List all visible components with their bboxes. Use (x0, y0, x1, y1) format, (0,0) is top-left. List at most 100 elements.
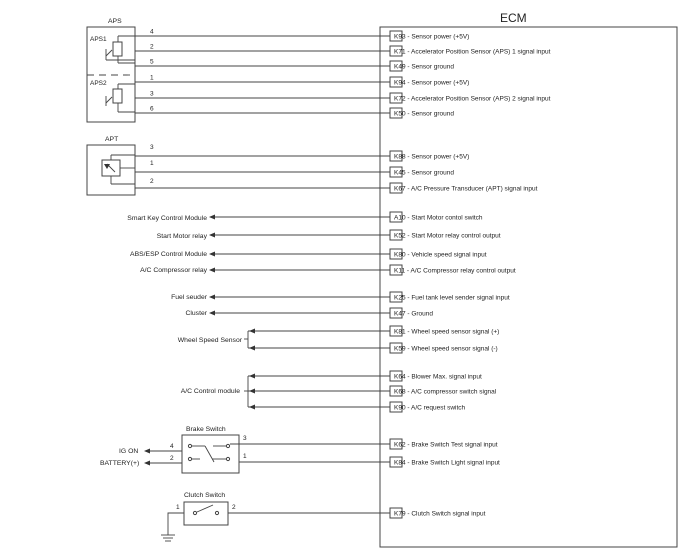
output-abs-esp: ABS/ESP Control Module (130, 251, 207, 258)
clutch-pin-1: 1 (176, 504, 180, 511)
output-ac-compressor: A/C Compressor relay (140, 267, 207, 274)
output-wheel-speed: Wheel Speed Sensor (178, 337, 243, 344)
ecm-pin-label: K68 - A/C compressor switch signal (394, 389, 497, 396)
apt-pin-number: 2 (150, 178, 154, 185)
brake-pin-3: 3 (243, 435, 247, 442)
aps-pin-number: 4 (150, 29, 154, 36)
output-fuel: Fuel seuder (171, 294, 208, 301)
ecm-pin-label: K49 - Sensor ground (394, 64, 454, 71)
input-arrow-icon (249, 404, 255, 410)
ecm-pin-label: K79 - Clutch Switch signal input (394, 511, 486, 518)
ecm-pin-label: K72 - Accelerator Position Sensor (APS) … (394, 96, 551, 103)
aps-pin-number: 1 (150, 75, 154, 82)
output-cluster: Cluster (185, 310, 207, 317)
ecm-pin-list: K93 - Sensor power (+5V) K71 - Accelerato… (135, 30, 551, 519)
input-arrow-icon (249, 388, 255, 394)
ecm-pin-label: K94 - Sensor power (+5V) (394, 80, 469, 87)
aps1-sensor-icon (105, 35, 135, 64)
output-arrow-icon (209, 294, 215, 300)
ecm-pin-label: K93 - Sensor power (+5V) (394, 34, 469, 41)
ecm-pin-label: K71 - Accelerator Position Sensor (APS) … (394, 49, 551, 56)
brake-switch-box (181, 434, 240, 474)
ecm-pin-box (389, 342, 403, 354)
ecm-pin-box (389, 248, 403, 260)
clutch-switch-title: Clutch Switch (184, 492, 225, 499)
ecm-pin-box (389, 30, 403, 42)
apt-pin-number: 1 (150, 160, 154, 167)
ecm-pin-box (389, 307, 403, 319)
aps2-label: APS2 (90, 80, 107, 87)
ecm-pin-box (389, 107, 403, 119)
input-arrow-icon (249, 345, 255, 351)
apt-title: APT (105, 136, 118, 143)
output-arrow-icon (209, 310, 215, 316)
apt-pin-number: 3 (150, 144, 154, 151)
ground-icon (161, 534, 175, 542)
aps-pin-number: 3 (150, 91, 154, 98)
ecm-pin-box (389, 325, 403, 337)
ecm-pin-box (389, 385, 403, 397)
aps1-label: APS1 (90, 36, 107, 43)
aps-pin-number: 2 (150, 44, 154, 51)
ecm-pin-label: K90 - A/C request switch (394, 405, 466, 412)
output-ac-control: A/C Control module (181, 388, 241, 395)
bracket-connectors (244, 331, 249, 407)
output-smart-key: Smart Key Control Module (127, 215, 207, 222)
ecm-pin-label: K80 - Vehicle speed signal input (394, 252, 487, 259)
ecm-pin-label: K62 - Brake Switch Test signal input (394, 442, 498, 449)
ecm-pin-label: K67 - A/C Pressure Transducer (APT) sign… (394, 186, 538, 193)
ecm-pin-box (389, 211, 403, 223)
clutch-pin-2: 2 (232, 504, 236, 511)
clutch-wire-1 (167, 512, 184, 535)
input-arrow-icon (249, 328, 255, 334)
ecm-pin-label: K52 - Start Motor relay control output (394, 233, 501, 240)
brake-switch-icon (187, 443, 231, 463)
aps2-sensor-icon (105, 83, 135, 113)
brake-battery-arrow-icon (144, 460, 150, 466)
output-start-motor: Start Motor relay (157, 233, 208, 240)
brake-switch-title: Brake Switch (186, 426, 226, 433)
ecm-pin-label: K45 - Sensor ground (394, 170, 454, 177)
ecm-pin-label: K50 - Sensor ground (394, 111, 454, 118)
apt-transducer-icon (101, 154, 135, 185)
brake-pin-4: 4 (170, 443, 174, 450)
output-arrow-icon (209, 232, 215, 238)
ecm-pin-label: K81 - Wheel speed sensor signal (+) (394, 329, 499, 336)
ecm-pin-label: K64 - Blower Max. signal input (394, 374, 482, 381)
aps-title: APS (108, 18, 122, 25)
aps-pin-number: 5 (150, 59, 154, 66)
ecm-pin-box (389, 401, 403, 413)
clutch-switch-box (183, 501, 229, 526)
brake-ig-on-label: IG ON (119, 448, 138, 455)
output-arrow-icon (209, 267, 215, 273)
brake-ig-arrow-icon (144, 448, 150, 454)
ecm-pin-box (389, 76, 403, 88)
brake-pin-2: 2 (170, 455, 174, 462)
ecm-pin-label: K88 - Sensor power (+5V) (394, 154, 469, 161)
ecm-pin-box (389, 182, 403, 194)
ecm-pin-box (389, 45, 403, 57)
ecm-pin-box (389, 60, 403, 72)
ecm-pin-box (389, 370, 403, 382)
ecm-box (379, 26, 678, 548)
ecm-pin-box (389, 166, 403, 178)
ecm-pin-label: K25 - Fuel tank level sender signal inpu… (394, 295, 510, 302)
ecm-pin-box (389, 229, 403, 241)
ecm-pin-box (389, 291, 403, 303)
output-arrow-icon (209, 214, 215, 220)
ecm-pin-box (389, 92, 403, 104)
ecm-pin-label: K47 - Ground (394, 311, 433, 318)
clutch-switch-icon (192, 504, 220, 516)
output-arrow-icon (209, 251, 215, 257)
ecm-pin-box (389, 150, 403, 162)
input-arrow-icon (249, 373, 255, 379)
ecm-pin-box (389, 264, 403, 276)
ecm-pin-label: K11 - A/C Compressor relay control outpu… (394, 268, 516, 275)
ecm-pin-label: K84 - Brake Switch Light signal input (394, 460, 500, 467)
ecm-pin-label: K59 - Wheel speed sensor signal (-) (394, 346, 498, 353)
aps-box (86, 26, 136, 123)
ecm-pin-label: A10 - Start Motor contol switch (394, 215, 483, 222)
brake-battery-label: BATTERY(+) (100, 460, 139, 467)
